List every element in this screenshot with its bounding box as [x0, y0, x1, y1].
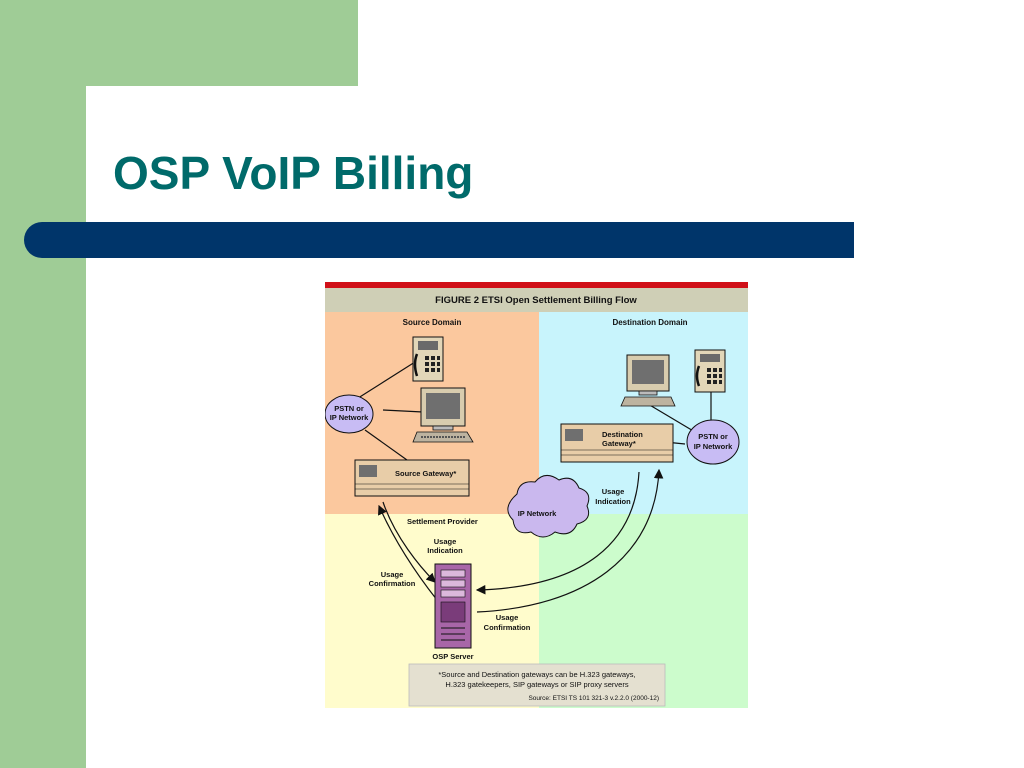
destination-computer-icon — [620, 354, 676, 407]
footnote-line-2: H.323 gatekeepers, SIP gateways or SIP p… — [445, 680, 628, 689]
slide-title: OSP VoIP Billing — [113, 147, 474, 199]
settlement-provider-label: Settlement Provider — [407, 517, 478, 526]
usage-indication-right-1: Usage — [602, 487, 625, 496]
osp-server-icon — [434, 563, 472, 649]
osp-server-label: OSP Server — [432, 652, 473, 661]
source-phone-icon — [412, 336, 444, 382]
source-pstn-label-1: PSTN or — [334, 404, 364, 413]
usage-confirmation-left-2: Confirmation — [369, 579, 416, 588]
figure-header-band — [325, 288, 748, 312]
usage-indication-arrow-right — [475, 471, 640, 595]
source-computer-icon — [412, 387, 474, 443]
destination-pstn-label-2: IP Network — [694, 442, 733, 451]
usage-indication-arrow-left — [382, 501, 436, 583]
destination-pstn-network — [686, 419, 740, 465]
usage-indication-left-2: Indication — [427, 546, 463, 555]
usage-confirmation-left-1: Usage — [381, 570, 404, 579]
usage-indication-right-2: Indication — [595, 497, 631, 506]
destination-domain-label: Destination Domain — [612, 318, 687, 327]
usage-confirmation-bottom-2: Confirmation — [484, 623, 531, 632]
side-accent-bar — [0, 0, 86, 768]
footnote-box — [408, 663, 666, 707]
source-pstn-label-2: IP Network — [330, 413, 369, 422]
source-gateway-label: Source Gateway* — [395, 469, 456, 478]
usage-confirmation-arrow-right — [476, 468, 664, 613]
ip-network-cloud — [507, 475, 590, 538]
source-pstn-network — [325, 394, 374, 434]
source-gateway-icon — [354, 459, 470, 497]
destination-phone-icon — [694, 349, 726, 393]
red-rule — [325, 282, 748, 288]
figure-header: FIGURE 2 ETSI Open Settlement Billing Fl… — [435, 295, 637, 306]
destination-gateway-label-1: Destination — [602, 430, 643, 439]
source-domain-label: Source Domain — [403, 318, 462, 327]
destination-gateway-icon — [560, 423, 674, 463]
destination-gateway-label-2: Gateway* — [602, 439, 636, 448]
ip-network-label: IP Network — [518, 509, 557, 518]
usage-confirmation-arrow-left — [378, 504, 438, 601]
usage-confirmation-bottom-1: Usage — [496, 613, 519, 622]
title-underline-bar — [24, 222, 854, 258]
top-accent-block — [0, 0, 358, 86]
footnote-line-1: *Source and Destination gateways can be … — [438, 670, 635, 679]
billing-flow-figure: FIGURE 2 ETSI Open Settlement Billing Fl… — [325, 282, 748, 708]
billing-flow-diagram: FIGURE 2 ETSI Open Settlement Billing Fl… — [325, 282, 748, 708]
billing-flow-arrows — [378, 468, 664, 613]
usage-indication-left-1: Usage — [434, 537, 457, 546]
destination-pstn-label-1: PSTN or — [698, 432, 728, 441]
source-citation: Source: ETSI TS 101 321-3 v.2.2.0 (2000-… — [528, 695, 659, 702]
